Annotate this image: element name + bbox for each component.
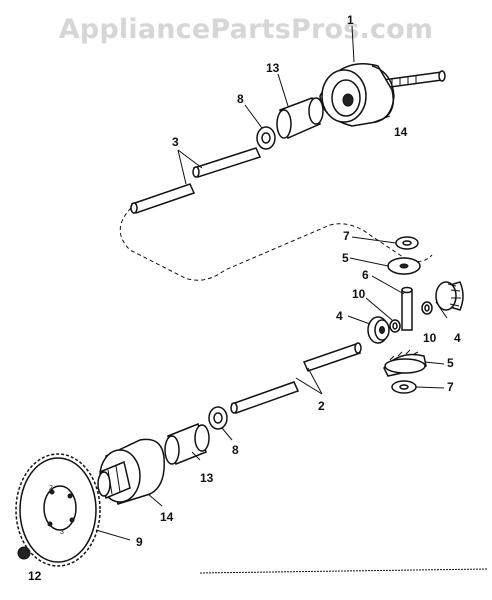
pinion-gear-4-right	[435, 281, 464, 311]
callout-4-left: 4	[336, 309, 343, 323]
spacer-tube-lower	[164, 422, 210, 466]
dashed-connector	[119, 207, 433, 281]
callout-10-right: 10	[423, 331, 437, 345]
callout-7-top: 7	[343, 229, 350, 243]
callout-5-top: 5	[342, 251, 349, 265]
leader-lines	[95, 25, 448, 541]
sprocket-hole-label-2: 2	[49, 485, 53, 492]
callout-3: 3	[172, 135, 179, 149]
sprocket-9	[15, 453, 101, 567]
differential-case-lower	[97, 438, 165, 505]
spacer-10-left	[389, 319, 401, 333]
spacer-tube-upper	[276, 97, 324, 140]
thrust-washer-5-top	[387, 257, 421, 275]
ground-line	[199, 568, 489, 574]
callout-7-bottom: 7	[447, 380, 454, 394]
pinion-gear-4-left	[367, 316, 390, 344]
callout-2: 2	[318, 399, 325, 413]
axle-shaft-lower-a	[302, 342, 362, 372]
washer-7-top	[395, 236, 419, 250]
watermark: AppliancePartsPros.com	[58, 14, 434, 45]
callout-5-bottom: 5	[447, 356, 454, 370]
side-gear-5-bottom	[383, 349, 427, 377]
callout-13-lower: 13	[200, 471, 214, 485]
axle-shaft-lower-b	[230, 381, 300, 414]
callout-14-lower: 14	[160, 510, 174, 524]
callout-8-upper: 8	[237, 92, 244, 106]
callout-13-upper: 13	[266, 61, 280, 75]
pinion-shaft-6	[401, 286, 413, 331]
spacer-10-right	[421, 301, 433, 315]
callout-4-right: 4	[454, 331, 461, 345]
differential-case-upper	[319, 63, 395, 127]
callout-14-upper: 14	[394, 125, 408, 139]
callout-10-left: 10	[352, 287, 366, 301]
washer-7-bottom	[391, 380, 417, 394]
sprocket-hole-label-3: 3	[60, 529, 64, 536]
axle-shaft-upper-b	[130, 183, 196, 214]
axle-shaft-upper-a	[192, 147, 262, 178]
washer-lower	[208, 406, 228, 430]
callout-9: 9	[136, 535, 143, 549]
nut-12	[17, 546, 31, 560]
callout-6: 6	[362, 268, 369, 282]
callout-1: 1	[347, 13, 354, 27]
callout-12: 12	[28, 569, 42, 583]
callout-8-lower: 8	[232, 443, 239, 457]
washer-upper	[256, 126, 276, 150]
